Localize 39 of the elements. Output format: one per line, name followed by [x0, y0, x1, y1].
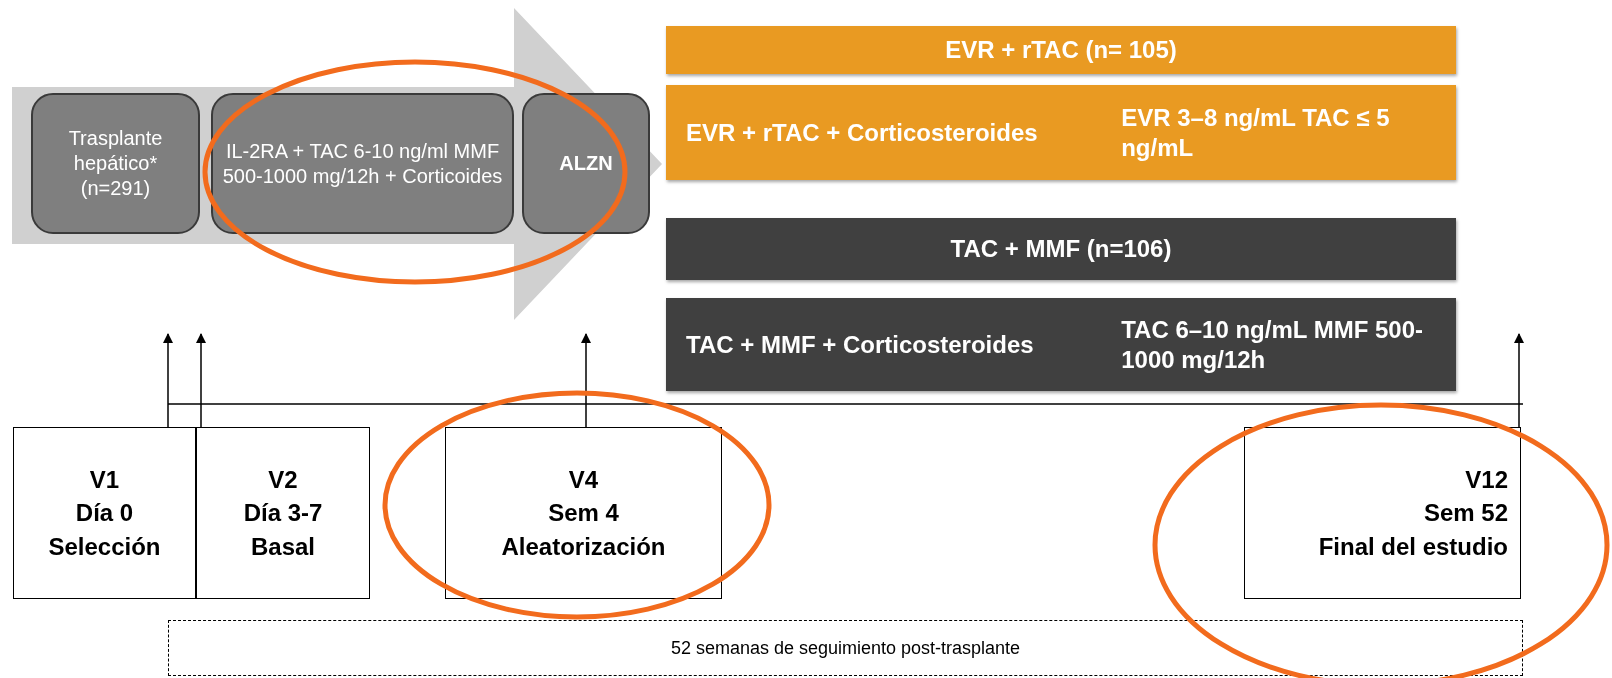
box-label: Aleatorización	[501, 531, 666, 562]
visit-box	[1244, 427, 1521, 599]
box-label: EVR + rTAC (n= 105)	[945, 35, 1177, 65]
box-label: TAC 6–10 ng/mL MMF 500-1000 mg/12h	[1121, 314, 1425, 375]
box-label: Final del estudio	[1318, 531, 1508, 562]
process-box	[31, 93, 200, 234]
box-label: Selección	[48, 531, 161, 562]
visit-box	[13, 427, 196, 599]
box-label: V4	[568, 464, 599, 495]
box-label: IL-2RA + TAC 6-10 ng/ml MMF 500-1000 mg/12h + Corticoides	[221, 138, 504, 189]
arm-header-bar	[666, 218, 1456, 280]
box-label: Sem 52	[1423, 498, 1508, 529]
visit-box	[196, 427, 370, 599]
box-label: Día 3-7	[243, 498, 323, 529]
box-label: V2	[268, 464, 298, 495]
box-label: V12	[1465, 464, 1508, 495]
arrow	[580, 332, 592, 428]
box-label: TAC + MMF + Corticosteroides	[686, 329, 1035, 360]
box-label: TAC + MMF (n=106)	[950, 234, 1172, 264]
box-label: EVR + rTAC + Corticosteroides	[686, 117, 1039, 148]
box-label: Sem 4	[548, 498, 619, 529]
chevron-arrow	[12, 8, 662, 320]
process-box	[211, 93, 514, 234]
arrow	[195, 332, 207, 428]
box-label: V1	[89, 464, 120, 495]
arm-header-bar	[666, 26, 1456, 74]
follow-up-box	[168, 620, 1523, 676]
box-label: 52 semanas de seguimiento post-trasplante	[670, 636, 1021, 660]
arrow	[1513, 332, 1525, 428]
arm-detail-bar	[666, 85, 1456, 180]
arm-detail-bar	[666, 298, 1456, 391]
box-label: Trasplante hepático* (n=291)	[67, 126, 164, 201]
box-label: ALZN	[559, 151, 613, 176]
box-label: Día 0	[75, 498, 134, 529]
process-box	[522, 93, 650, 234]
arrow	[162, 332, 174, 428]
box-label: Basal	[250, 531, 315, 562]
visit-box	[445, 427, 722, 599]
box-label: EVR 3–8 ng/mL TAC ≤ 5 ng/mL	[1121, 102, 1391, 163]
